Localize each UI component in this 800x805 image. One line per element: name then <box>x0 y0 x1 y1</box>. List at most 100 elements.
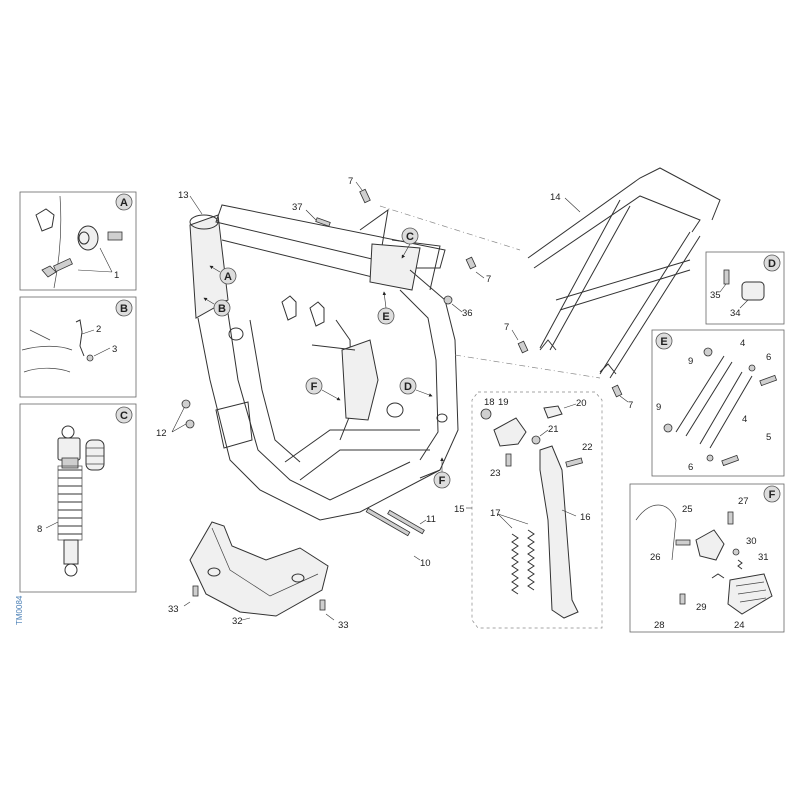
down-tube-mid <box>249 319 301 463</box>
inset-e-part-label-5: 5 <box>766 432 771 443</box>
nut-12a <box>181 399 191 409</box>
callout-b: B <box>218 303 226 315</box>
callout-c: C <box>406 231 414 243</box>
callout-d: D <box>404 381 412 393</box>
footpeg-bolt-27 <box>727 511 734 525</box>
stand-leg <box>539 445 579 619</box>
leader-33a <box>183 601 191 607</box>
link-rod-2 <box>699 371 753 449</box>
label-7-s2: 7 <box>628 400 633 411</box>
inset-c-letter: C <box>120 410 128 422</box>
nut-36 <box>443 295 453 305</box>
inset-d-badge <box>763 254 781 272</box>
inset-b-part-label-2: 2 <box>96 324 101 335</box>
inset-b-letter: B <box>120 303 128 315</box>
inset-d-letter: D <box>768 258 776 270</box>
leader-20 <box>563 403 577 409</box>
inset-b-part-label-3: 3 <box>112 344 117 355</box>
leader-32 <box>241 617 251 621</box>
inset-a-bracket <box>35 208 55 232</box>
leader-7-s1 <box>511 329 519 341</box>
inset-e-letter: E <box>660 336 667 348</box>
inset-a-bearing-bore <box>78 231 90 245</box>
inset-d-leaders <box>719 283 749 309</box>
subframe: 14 7 7 <box>379 167 721 411</box>
main-frame <box>189 204 459 521</box>
inset-e: E 9 4 6 9 4 5 6 <box>651 329 785 477</box>
label-10: 10 <box>420 558 431 569</box>
leader-7-r1 <box>475 271 485 279</box>
leader-21 <box>539 429 549 437</box>
leader-36 <box>451 303 463 313</box>
inset-c-part-label: 8 <box>37 524 42 535</box>
leader-17 <box>497 513 529 529</box>
label-17: 17 <box>490 508 501 519</box>
inset-c: C 8 <box>19 403 137 593</box>
link-washer-6a <box>706 454 714 462</box>
footpeg-spring-29 <box>711 573 725 579</box>
inset-b-screw <box>86 354 94 362</box>
label-19: 19 <box>498 397 509 408</box>
skid-plate: 32 33 33 <box>168 521 349 631</box>
mid-brace <box>311 344 356 351</box>
bolt-10 <box>365 507 411 537</box>
shock-body-top <box>57 437 81 461</box>
link-nut-9b <box>663 423 673 433</box>
inset-d-bushing <box>741 281 765 301</box>
callout-d-arrow <box>415 389 433 397</box>
subframe-top-rail-inner <box>533 195 701 269</box>
shock-spring <box>58 469 82 535</box>
callout-a: A <box>224 271 232 283</box>
label-21: 21 <box>548 424 559 435</box>
center-plate <box>341 339 379 421</box>
inset-f-part-label-30: 30 <box>746 536 757 547</box>
inset-a-bearing <box>77 225 99 251</box>
label-23: 23 <box>490 468 501 479</box>
bolt-7-top <box>359 188 371 204</box>
kickstand-group-outline <box>471 391 603 629</box>
inset-b-leaders <box>81 329 111 357</box>
rear-frame-loop-inner <box>399 289 439 461</box>
label-7-r1: 7 <box>486 274 491 285</box>
inset-b-frame-edge <box>21 329 73 373</box>
callout-a-badge <box>219 267 237 285</box>
stand-spring-b <box>527 529 535 591</box>
top-gusset <box>369 243 421 291</box>
label-20: 20 <box>576 398 587 409</box>
inset-e-part-label-4b: 4 <box>742 414 747 425</box>
callout-c-arrow <box>401 243 411 259</box>
label-16: 16 <box>580 512 591 523</box>
leader-33b <box>325 613 335 621</box>
lower-crossmember <box>284 429 420 463</box>
label-33a: 33 <box>168 604 179 615</box>
label-12: 12 <box>156 428 167 439</box>
callout-f1: F <box>311 381 318 393</box>
inset-f: F 25 27 26 30 31 29 28 24 <box>629 483 785 633</box>
bolt-11 <box>387 509 425 535</box>
inset-a-part-label: 1 <box>114 270 119 281</box>
lower-crossmember-edge <box>299 449 430 481</box>
inset-a: A 1 <box>19 191 137 291</box>
down-tube-outer <box>197 317 441 521</box>
callout-f1-arrow <box>321 389 341 401</box>
inset-d: D 35 34 <box>705 251 785 325</box>
inset-a-leader <box>77 247 113 273</box>
bolt-37 <box>315 217 331 227</box>
inset-f-part-label-31: 31 <box>758 552 769 563</box>
link-nut-9a <box>703 347 713 357</box>
inset-e-part-label-4a: 4 <box>740 338 745 349</box>
drawing-code: TM0084 <box>15 595 24 625</box>
footpeg-bracket <box>695 529 725 561</box>
label-36: 36 <box>462 308 473 319</box>
mount-tabs <box>281 295 325 327</box>
inset-c-leader <box>45 521 59 529</box>
shock-reservoir <box>85 439 105 471</box>
subframe-cross-tube <box>539 199 631 351</box>
link-rod-1 <box>675 355 733 437</box>
callout-a-arrow <box>209 265 221 273</box>
leader-13 <box>189 195 203 215</box>
footpeg-bolt-28 <box>679 593 686 605</box>
subframe-mount-ends <box>539 339 617 375</box>
skid-plate-body <box>189 521 329 617</box>
